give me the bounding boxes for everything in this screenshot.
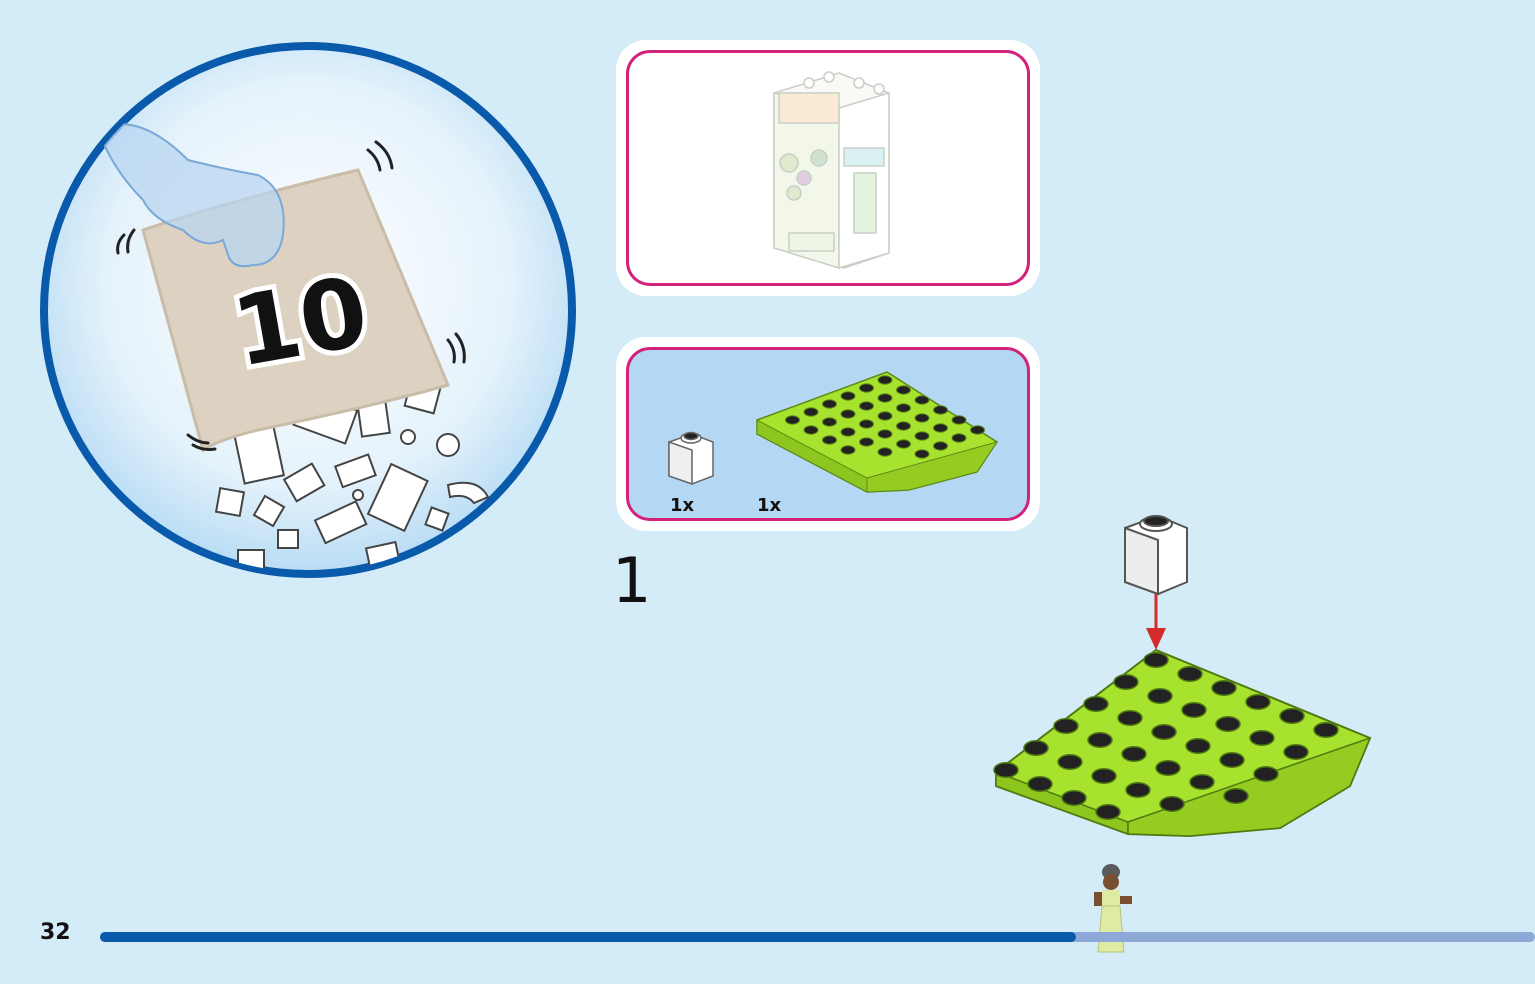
lime-plate-icon [756, 371, 999, 493]
part-qty-lime-plate: 1x [757, 495, 782, 516]
parts-panel-inner: 1x 1x [626, 347, 1030, 521]
bag-number: 10 [225, 255, 376, 388]
white-brick-large-icon [1124, 514, 1188, 596]
white-brick-icon [668, 431, 714, 486]
progress-bar [100, 932, 1535, 942]
page-number: 32 [40, 920, 71, 945]
step-number: 1 [612, 544, 652, 617]
down-arrow-icon [1146, 594, 1166, 650]
shake-marks-icon [116, 140, 466, 451]
progress-bar-fill [100, 932, 1076, 942]
preview-panel [616, 40, 1040, 296]
preview-panel-inner [626, 50, 1030, 286]
bag-bubble: 10 [40, 42, 576, 578]
build-illustration [993, 514, 1372, 838]
building-preview-icon [773, 71, 890, 270]
hand-icon [96, 123, 285, 268]
lime-plate-large-icon [993, 648, 1372, 838]
scattered-bricks-icon [214, 375, 490, 572]
parts-illustrations [668, 371, 999, 493]
parts-panel: 1x 1x [616, 337, 1040, 531]
part-qty-white-brick: 1x [670, 495, 695, 516]
